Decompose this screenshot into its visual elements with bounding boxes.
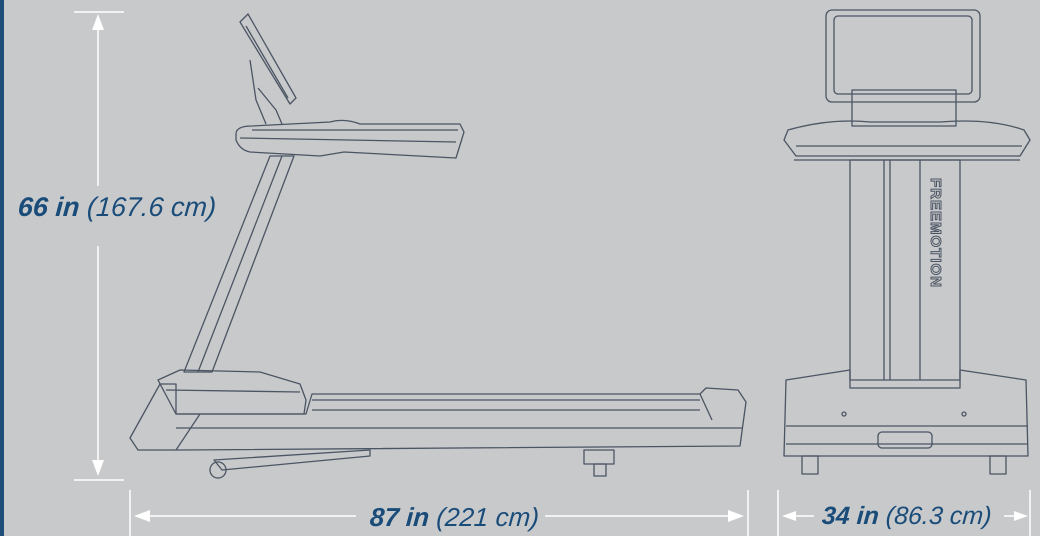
height-imperial: 66 in (16, 192, 81, 222)
length-arrow-head-left (134, 510, 150, 522)
height-arrow-head-up (92, 14, 104, 30)
side-rear-support (213, 449, 371, 471)
length-dimension-label: 87 in (221 cm) (363, 502, 546, 532)
length-imperial: 87 in (368, 502, 431, 532)
front-console (783, 120, 1031, 157)
side-upright (183, 155, 295, 373)
width-arrow-head-right (1014, 511, 1028, 521)
front-left-foot (801, 455, 819, 475)
side-console (235, 119, 465, 159)
side-deck-base (129, 383, 747, 451)
width-arrow-head-left (782, 511, 796, 521)
dimension-lines (74, 11, 1031, 536)
side-wheel (209, 461, 227, 479)
width-dimension-label: 34 in (86.3 cm) (817, 502, 997, 530)
length-metric: (221 cm) (435, 502, 541, 532)
height-arrow-head-down (92, 460, 104, 476)
front-power-panel (877, 431, 933, 449)
height-metric: (167.6 cm) (86, 192, 218, 222)
front-display-stem (851, 89, 957, 127)
width-metric: (86.3 cm) (884, 502, 993, 530)
front-upright-column (849, 159, 961, 381)
treadmill-front-view (783, 9, 1031, 475)
left-border-bar (0, 0, 4, 536)
width-imperial: 34 in (821, 502, 880, 530)
brand-logo-text: FREEMOTION (927, 178, 945, 289)
side-display-screen (239, 13, 297, 105)
length-arrow-head-right (728, 510, 744, 522)
front-base (783, 369, 1029, 457)
treadmill-side-view (129, 13, 747, 479)
height-dimension-label: 66 in (167.6 cm) (16, 192, 218, 222)
front-display-screen (825, 9, 981, 103)
side-front-foot (583, 449, 615, 465)
front-right-foot (989, 455, 1007, 475)
